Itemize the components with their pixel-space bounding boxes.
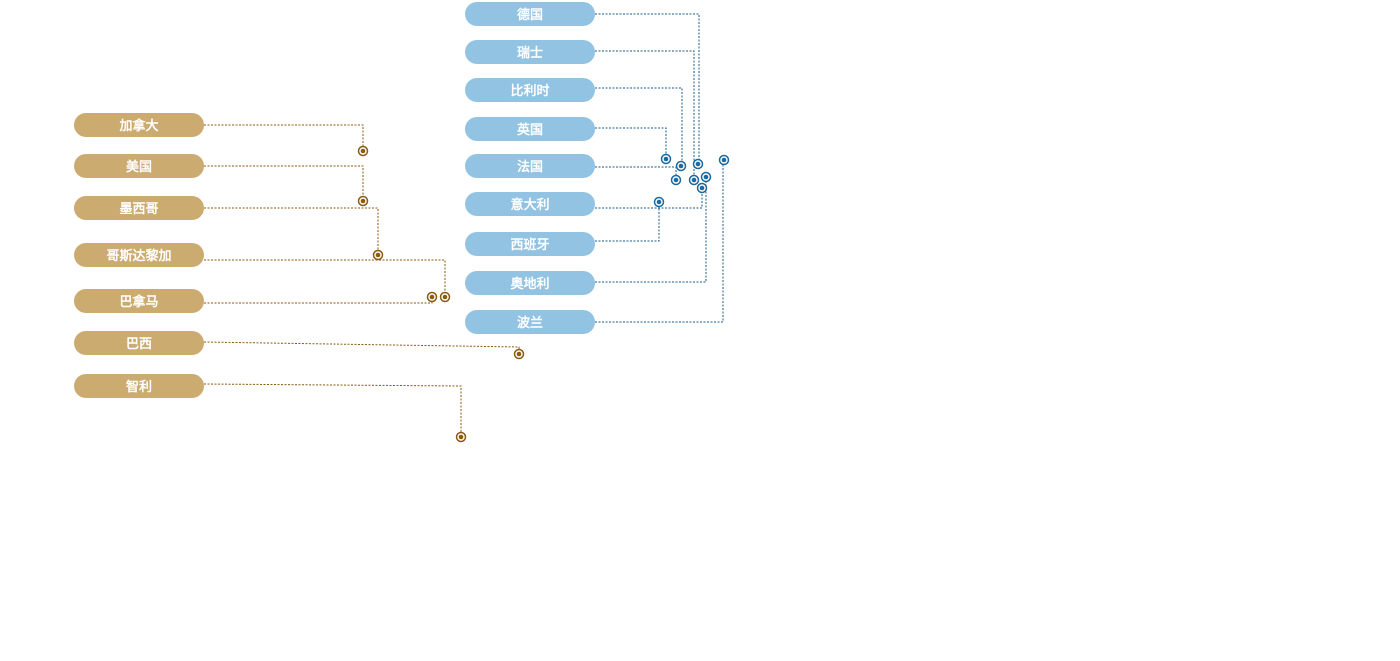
europe-connector-line: [595, 166, 677, 180]
europe-pill-background: [465, 78, 595, 102]
americas-country-pill[interactable]: 智利: [74, 374, 204, 398]
europe-endpoint-dot-core: [695, 161, 701, 167]
europe-country-label: 英国: [516, 122, 543, 138]
europe-pill-background: [465, 154, 595, 178]
europe-endpoint-dot-core: [699, 185, 705, 191]
americas-connector-line: [204, 165, 364, 201]
americas-connector-line: [204, 297, 433, 304]
americas-country-label: 哥斯达黎加: [106, 248, 171, 264]
americas-country-pill[interactable]: 巴西: [74, 331, 204, 355]
europe-country-label: 法国: [517, 159, 543, 175]
europe-endpoint-dot-core: [663, 156, 669, 162]
europe-country-pill[interactable]: 瑞士: [465, 40, 595, 64]
europe-country-label: 瑞士: [517, 45, 543, 61]
americas-endpoint-dot-core: [375, 252, 381, 258]
europe-country-label: 西班牙: [510, 237, 549, 253]
europe-connector-line: [595, 87, 683, 166]
americas-endpoint-dot-core: [442, 294, 448, 300]
europe-pill-background: [465, 192, 595, 216]
europe-connector-line: [595, 127, 667, 159]
americas-pill-background: [74, 289, 204, 313]
europe-endpoint-dot-core: [673, 177, 679, 183]
americas-country-label: 智利: [126, 379, 152, 395]
europe-endpoint-dot-core: [721, 157, 727, 163]
europe-endpoint-dot-core: [678, 163, 684, 169]
europe-country-pill[interactable]: 西班牙: [465, 232, 595, 256]
americas-country-pill[interactable]: 墨西哥: [74, 196, 204, 220]
americas-country-pill[interactable]: 哥斯达黎加: [74, 243, 204, 267]
europe-connector-line: [595, 177, 707, 283]
americas-country-pill[interactable]: 巴拿马: [74, 289, 204, 313]
americas-connector-line: [204, 207, 379, 255]
europe-pill-background: [465, 310, 595, 334]
europe-country-label: 比利时: [510, 83, 549, 99]
europe-connector-line: [595, 202, 660, 242]
americas-connector-line: [203, 341, 520, 354]
americas-connector-line: [203, 383, 462, 437]
americas-pill-background: [74, 374, 204, 398]
europe-country-pill[interactable]: 法国: [465, 154, 595, 178]
americas-country-label: 巴拿马: [119, 294, 158, 310]
americas-endpoint-dot-core: [458, 434, 464, 440]
americas-pill-background: [74, 154, 204, 178]
europe-connector-line: [595, 13, 700, 164]
europe-country-pill[interactable]: 德国: [465, 2, 595, 26]
americas-endpoint-dot-core: [360, 148, 366, 154]
europe-country-pill[interactable]: 波兰: [465, 310, 595, 334]
americas-country-pill[interactable]: 加拿大: [74, 113, 204, 137]
europe-country-pill[interactable]: 意大利: [465, 192, 595, 216]
americas-endpoint-dot-core: [429, 294, 435, 300]
europe-pill-background: [465, 271, 595, 295]
americas-country-pill[interactable]: 美国: [74, 154, 204, 178]
europe-endpoint-dot-core: [703, 174, 709, 180]
americas-connector-line: [204, 124, 364, 151]
europe-endpoint-dot-core: [691, 177, 697, 183]
europe-pill-background: [465, 2, 595, 26]
europe-country-pill[interactable]: 比利时: [465, 78, 595, 102]
europe-pill-background: [465, 117, 595, 141]
americas-country-label: 美国: [126, 159, 152, 175]
americas-pill-background: [74, 196, 204, 220]
europe-connector-line: [595, 50, 695, 180]
americas-country-label: 巴西: [126, 337, 152, 352]
europe-country-label: 波兰: [517, 315, 543, 331]
americas-pill-background: [74, 243, 204, 267]
europe-country-pill[interactable]: 英国: [465, 117, 595, 141]
americas-country-label: 加拿大: [118, 118, 158, 134]
americas-endpoint-dot-core: [360, 198, 366, 204]
americas-pill-background: [74, 113, 204, 137]
europe-country-pill[interactable]: 奥地利: [465, 271, 595, 295]
europe-pill-background: [465, 40, 595, 64]
americas-pill-background: [74, 331, 204, 355]
europe-endpoint-dot-core: [656, 199, 662, 205]
europe-pill-background: [465, 232, 595, 256]
europe-country-label: 德国: [517, 7, 543, 23]
europe-country-label: 奥地利: [510, 276, 549, 292]
americas-connector-line: [204, 259, 446, 297]
europe-connector-line: [595, 160, 724, 323]
europe-country-label: 意大利: [510, 197, 549, 213]
americas-country-label: 墨西哥: [119, 201, 158, 217]
europe-connector-line: [595, 188, 703, 209]
americas-endpoint-dot-core: [516, 351, 522, 357]
